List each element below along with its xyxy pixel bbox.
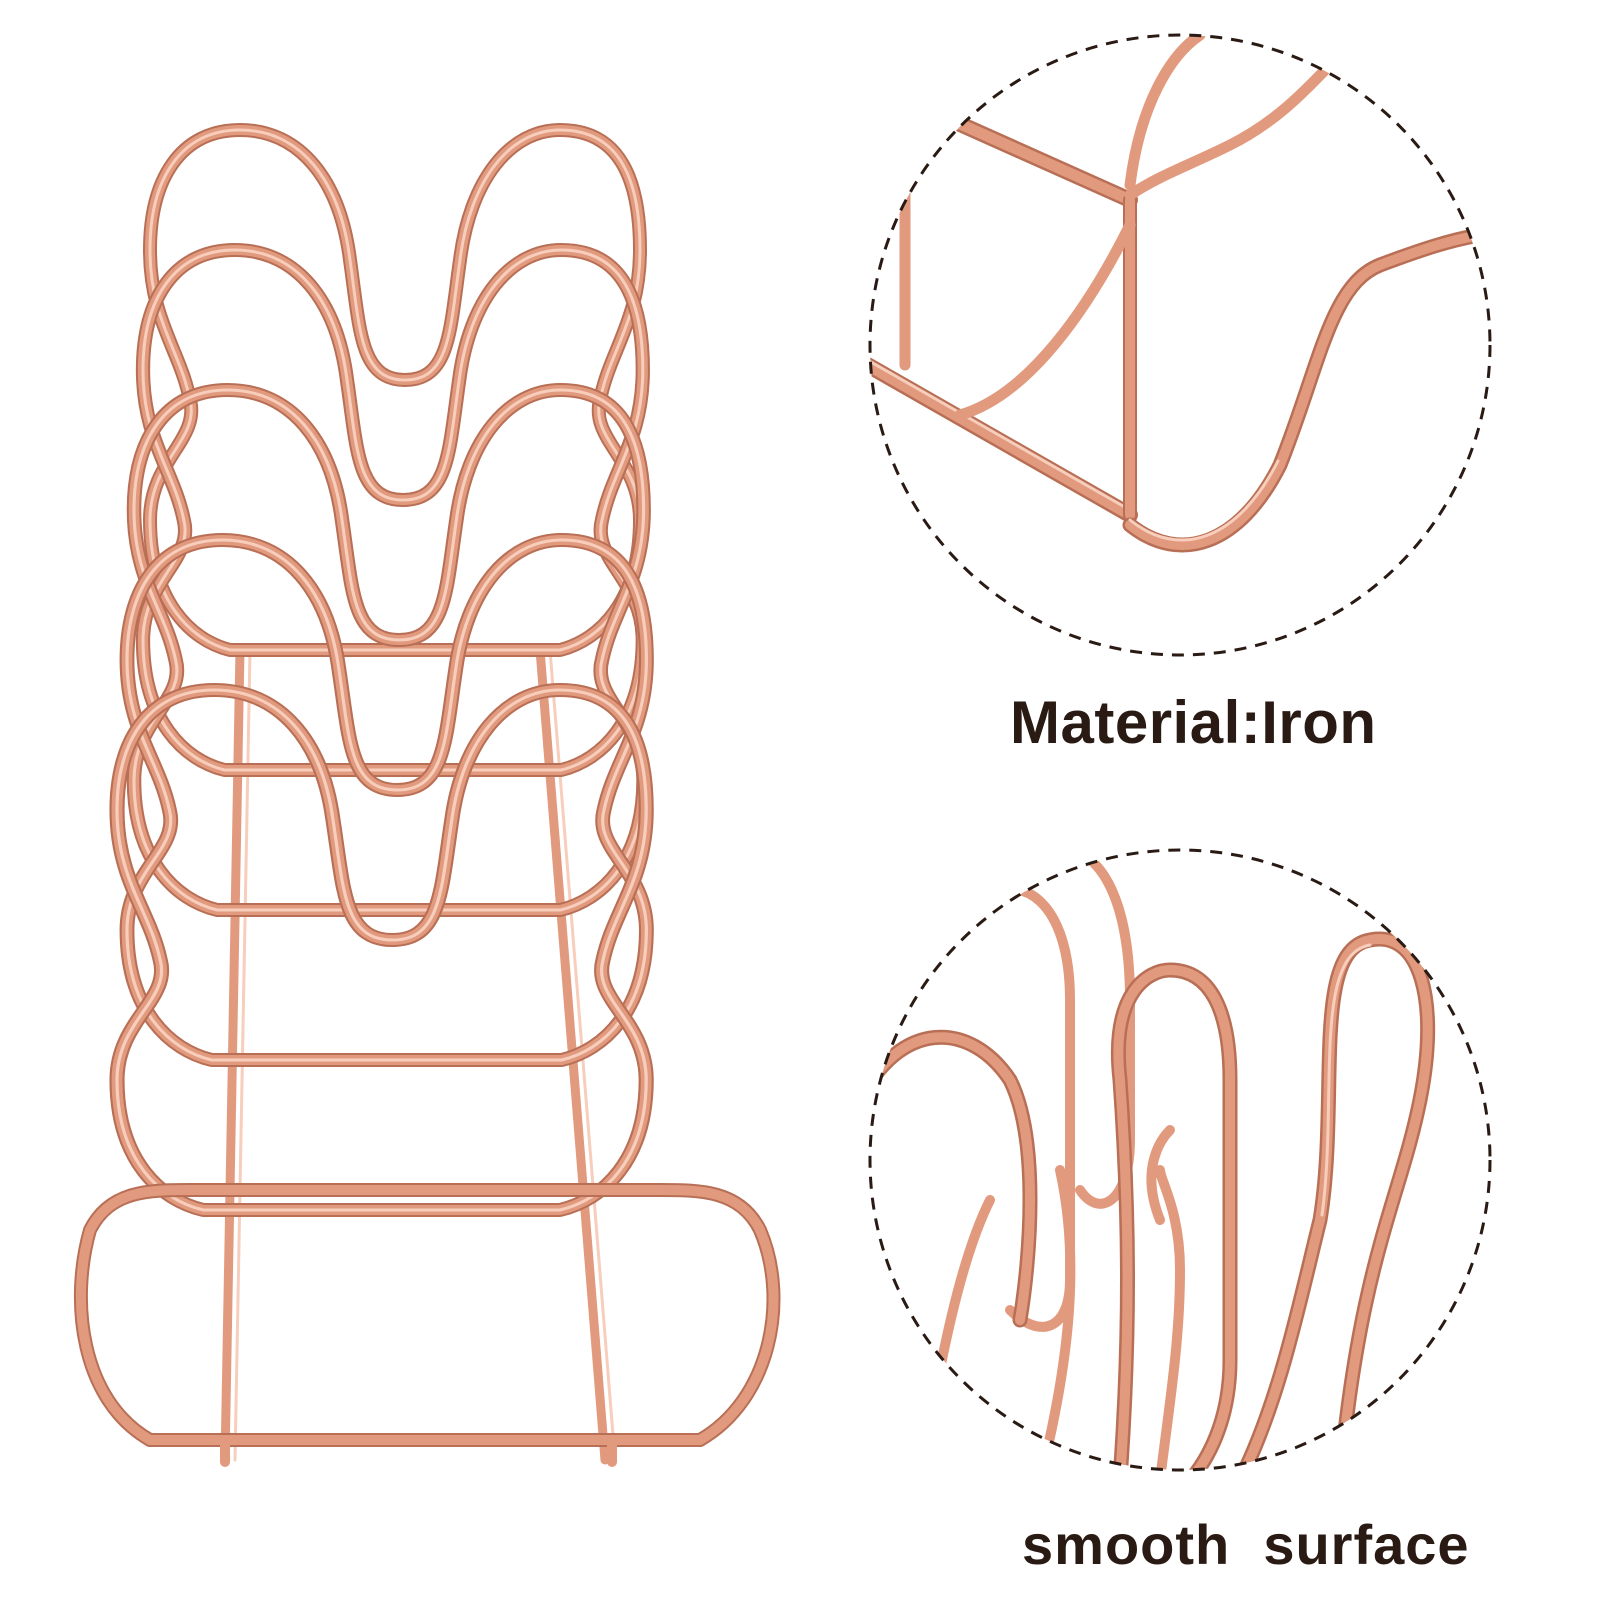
wire-curve-closeup-icon [870,850,1436,1470]
feet [220,1435,617,1467]
detail-circle-bottom [868,848,1492,1472]
dashed-circle-bottom [868,848,1492,1472]
wire-slots [73,130,781,1447]
front-base-loop [73,1183,781,1447]
surface-caption: smooth surface [1022,1513,1470,1576]
detail-circle-top [868,33,1492,657]
material-caption: Material:Iron [1010,689,1377,756]
product-photo [73,0,781,1467]
dashed-circle-top [868,33,1492,657]
wire-joint-closeup-icon [870,35,1488,553]
